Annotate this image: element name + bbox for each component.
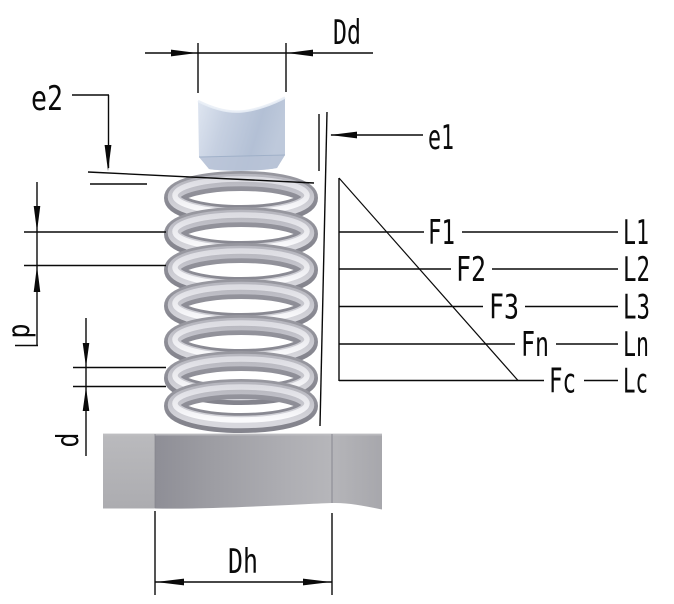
dim-Dh: Dh: [154, 511, 333, 595]
dh-arrow-left: [156, 578, 184, 586]
spring-coils: [174, 179, 308, 423]
plate-right-band: [332, 434, 382, 510]
e1-arrow-left: [330, 131, 357, 139]
label-p: p: [2, 324, 37, 339]
dim-d: d: [51, 318, 166, 456]
label-e1: e1: [428, 118, 454, 158]
label-Dh: Dh: [228, 542, 258, 582]
plate-middle-band: [155, 434, 332, 509]
label-L2: L2: [623, 250, 650, 290]
label-e2: e2: [31, 79, 63, 119]
seat-cap: [197, 96, 286, 171]
label-F3: F3: [489, 288, 519, 328]
dim-p: p: [2, 182, 166, 347]
label-F1: F1: [428, 213, 455, 253]
label-Ln: Ln: [623, 325, 649, 365]
label-Lc: Lc: [623, 362, 648, 402]
d-arrow-down: [82, 343, 90, 367]
p-arrow-down: [33, 206, 41, 232]
e1-line-long: [319, 111, 328, 427]
label-Fc: Fc: [549, 362, 576, 402]
label-F2: F2: [456, 250, 486, 290]
label-L1: L1: [623, 213, 649, 253]
label-Fn: Fn: [521, 325, 549, 365]
cap-chamfer-edge: [198, 154, 286, 158]
dh-arrow-right: [303, 578, 331, 586]
p-arrow-up: [33, 266, 41, 292]
dim-Dd: Dd: [145, 13, 373, 93]
label-L3: L3: [623, 288, 650, 328]
e2-arrow-down: [104, 145, 112, 171]
spring-top-reference-line: [87, 171, 315, 184]
cap-chamfer-face: [199, 155, 285, 171]
force-length-diagram: F1 F2 F3 Fn Fc L1 L2 L3 Ln Lc: [338, 177, 650, 402]
dim-e1: e1: [318, 111, 454, 427]
dd-arrow-right: [287, 49, 313, 57]
label-d: d: [51, 433, 86, 448]
cap-body: [198, 97, 285, 171]
dim-e2: e2: [31, 79, 315, 185]
cap-top-highlight: [197, 96, 286, 113]
label-Dd: Dd: [333, 13, 361, 53]
spring-characteristic-diagonal: [338, 177, 519, 381]
dd-arrow-left: [171, 49, 197, 57]
plate-left-band: [103, 434, 155, 509]
d-arrow-up: [82, 387, 90, 411]
base-plate: [103, 433, 382, 510]
